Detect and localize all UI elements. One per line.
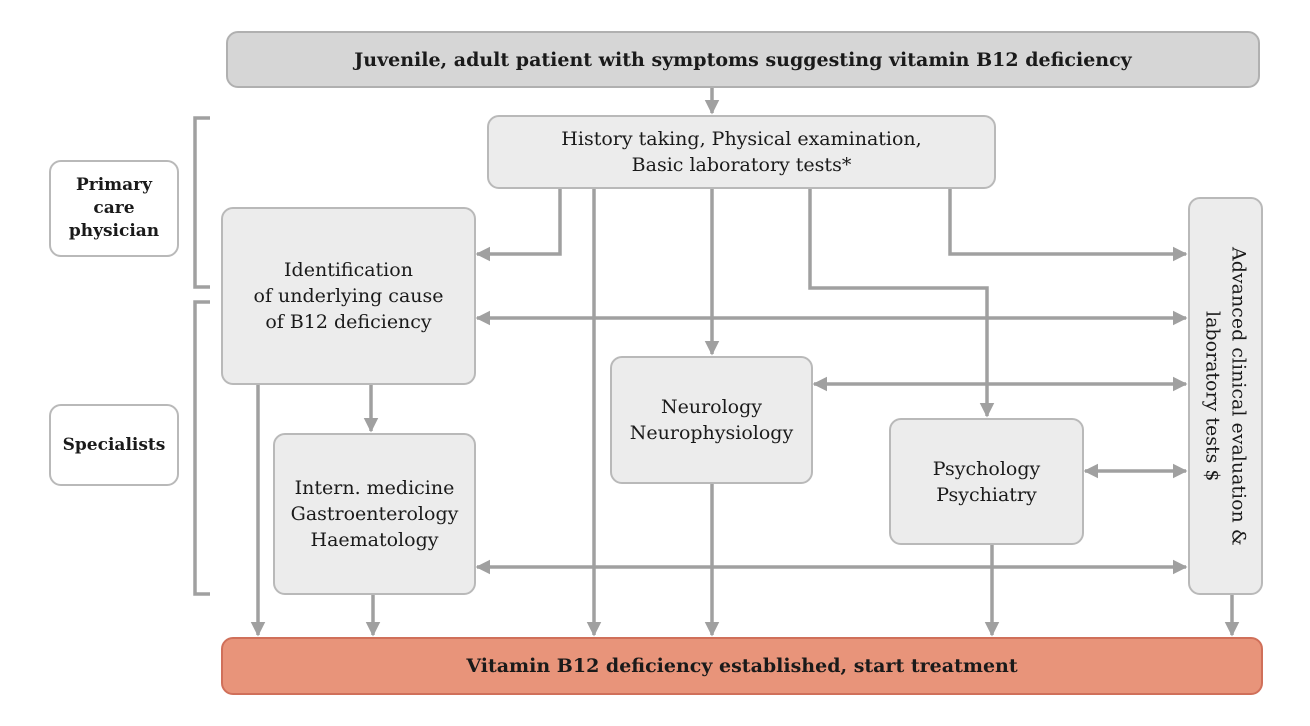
internal-line-3: Haematology [310,529,439,551]
arrow-history-psychology [808,188,995,418]
footer-box: Vitamin B12 deficiency established, star… [221,637,1263,695]
specialists-bracket [193,300,210,596]
specialists-text: Specialists [62,435,166,455]
psychology-line-2: Psychiatry [936,483,1037,506]
arrow-history-identification [475,188,562,262]
neurology-box: Neurology Neurophysiology [610,356,813,484]
header-text: Juvenile, adult patient with symptoms su… [354,48,1132,71]
advanced-evaluation-box: Advanced clinical evaluation & laborator… [1188,197,1263,595]
specialists-box: Specialists [49,404,179,486]
internal-medicine-box: Intern. medicine Gastroenterology Haemat… [273,433,476,595]
history-box: History taking, Physical examination, Ba… [487,115,996,189]
identification-line-3: of B12 deficiency [265,311,432,333]
psychology-line-1: Psychology [932,457,1041,480]
advanced-line-2: laboratory tests $ [1201,310,1224,482]
identification-line-2: of underlying cause [253,285,444,307]
primary-care-line-3: physician [68,221,160,241]
primary-care-box: Primary care physician [49,160,179,257]
arrow-history-advanced [948,188,1188,262]
history-line-2: Basic laboratory tests* [631,154,852,176]
footer-text: Vitamin B12 deficiency established, star… [466,655,1018,677]
internal-line-1: Intern. medicine [294,477,455,499]
primary-care-line-2: care [93,198,135,218]
neurology-line-2: Neurophysiology [629,422,794,444]
advanced-line-1: Advanced clinical evaluation & [1227,246,1250,546]
identification-line-1: Identification [284,259,413,281]
internal-line-2: Gastroenterology [290,503,459,525]
history-line-1: History taking, Physical examination, [561,128,922,150]
primary-care-bracket [193,116,210,289]
header-box: Juvenile, adult patient with symptoms su… [226,31,1260,88]
psychology-box: Psychology Psychiatry [889,418,1084,545]
identification-box: Identification of underlying cause of B1… [221,207,476,385]
neurology-line-1: Neurology [660,396,763,418]
primary-care-line-1: Primary [75,175,153,195]
